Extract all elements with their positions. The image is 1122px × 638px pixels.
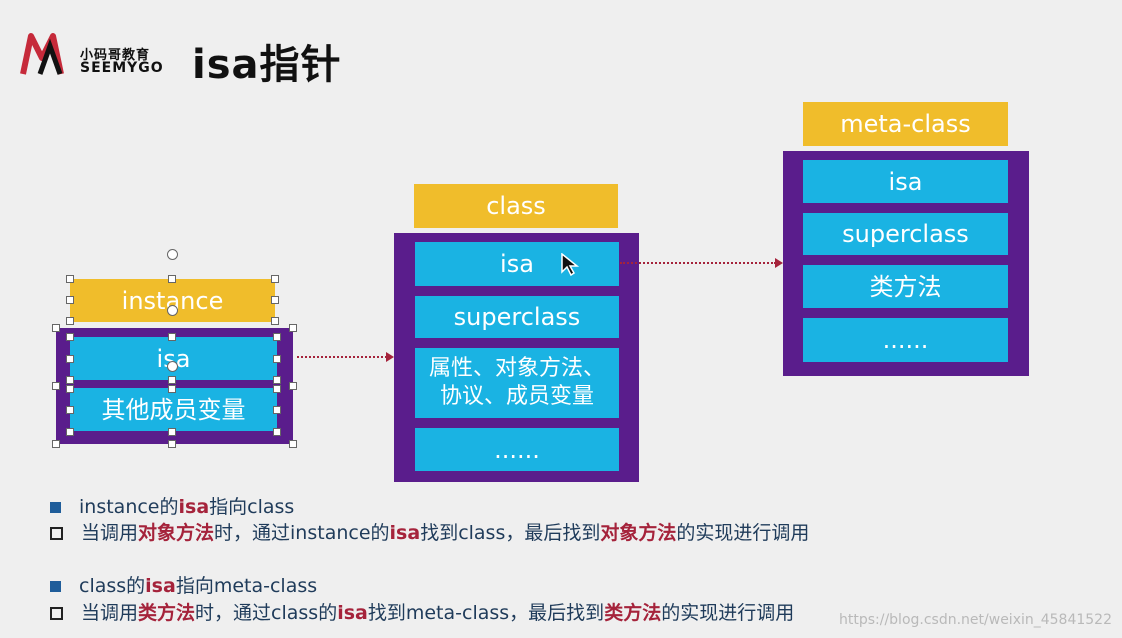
bullet-2: 当调用对象方法时，通过instance的isa找到class，最后找到对象方法的… xyxy=(50,518,809,545)
class-members-cell[interactable]: 属性、对象方法、 协议、成员变量 xyxy=(415,348,619,418)
class-header[interactable]: class xyxy=(414,184,618,228)
logo-english-text: SEEMYGO xyxy=(80,60,164,76)
resize-handle[interactable] xyxy=(66,355,74,363)
resize-handle[interactable] xyxy=(271,275,279,283)
cursor-icon xyxy=(560,252,580,277)
resize-handle[interactable] xyxy=(273,385,281,393)
logo-chinese-text: 小码哥教育 xyxy=(80,48,151,63)
resize-handle[interactable] xyxy=(289,324,297,332)
resize-handle[interactable] xyxy=(271,296,279,304)
resize-handle[interactable] xyxy=(168,333,176,341)
meta-superclass-cell[interactable]: superclass xyxy=(803,213,1008,255)
bullet-4: 当调用类方法时，通过class的isa找到meta-class，最后找到类方法的… xyxy=(50,598,794,625)
resize-handle[interactable] xyxy=(273,406,281,414)
meta-class-header[interactable]: meta-class xyxy=(803,102,1008,146)
resize-handle[interactable] xyxy=(66,275,74,283)
resize-handle[interactable] xyxy=(168,385,176,393)
resize-handle[interactable] xyxy=(168,440,176,448)
resize-handle[interactable] xyxy=(273,333,281,341)
rotate-handle[interactable] xyxy=(167,305,178,316)
resize-handle[interactable] xyxy=(66,385,74,393)
bullet-hollow-square-icon xyxy=(50,607,63,620)
resize-handle[interactable] xyxy=(66,317,74,325)
meta-class-methods-cell[interactable]: 类方法 xyxy=(803,265,1008,308)
resize-handle[interactable] xyxy=(66,376,74,384)
rotate-handle[interactable] xyxy=(167,249,178,260)
meta-ellipsis-cell[interactable]: ...... xyxy=(803,318,1008,362)
slide-title: isa指针 xyxy=(192,42,342,88)
rotate-handle[interactable] xyxy=(167,361,178,372)
bullet-square-icon xyxy=(50,581,61,592)
class-to-meta-arrow xyxy=(620,258,783,268)
watermark-url: https://blog.csdn.net/weixin_45841522 xyxy=(838,612,1112,628)
resize-handle[interactable] xyxy=(52,382,60,390)
seemygo-logo-mark xyxy=(20,30,75,76)
class-ellipsis-cell[interactable]: ...... xyxy=(415,428,619,471)
resize-handle[interactable] xyxy=(52,440,60,448)
resize-handle[interactable] xyxy=(52,324,60,332)
resize-handle[interactable] xyxy=(66,406,74,414)
class-isa-cell[interactable]: isa xyxy=(415,242,619,286)
instance-isa-cell[interactable]: isa xyxy=(70,337,277,380)
bullet-square-icon xyxy=(50,502,61,513)
resize-handle[interactable] xyxy=(66,333,74,341)
instance-to-class-arrow xyxy=(297,352,394,362)
resize-handle[interactable] xyxy=(273,355,281,363)
resize-handle[interactable] xyxy=(66,296,74,304)
bullet-1: instance的isa指向class xyxy=(50,492,294,519)
resize-handle[interactable] xyxy=(168,428,176,436)
resize-handle[interactable] xyxy=(168,376,176,384)
resize-handle[interactable] xyxy=(273,376,281,384)
bullet-hollow-square-icon xyxy=(50,527,63,540)
resize-handle[interactable] xyxy=(66,428,74,436)
resize-handle[interactable] xyxy=(289,440,297,448)
class-superclass-cell[interactable]: superclass xyxy=(415,296,619,338)
bullet-3: class的isa指向meta-class xyxy=(50,571,317,598)
resize-handle[interactable] xyxy=(273,428,281,436)
resize-handle[interactable] xyxy=(168,275,176,283)
instance-header[interactable]: instance xyxy=(70,279,275,322)
resize-handle[interactable] xyxy=(289,382,297,390)
resize-handle[interactable] xyxy=(271,317,279,325)
meta-isa-cell[interactable]: isa xyxy=(803,160,1008,203)
instance-members-cell[interactable]: 其他成员变量 xyxy=(70,388,277,431)
